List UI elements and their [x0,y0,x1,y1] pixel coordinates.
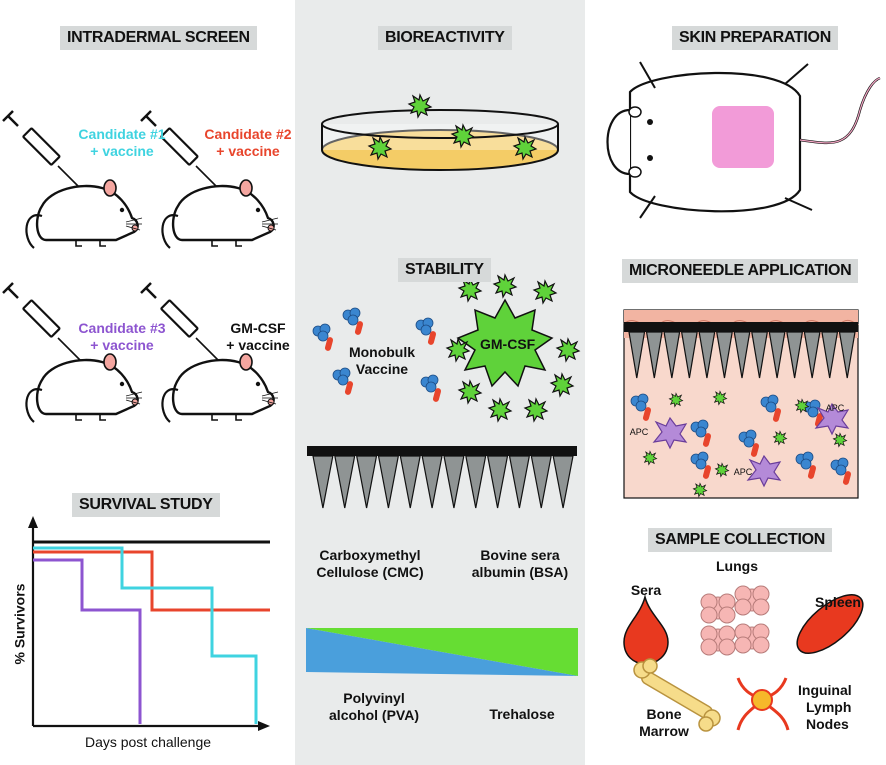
candidate-3-vaccine: + vaccine [90,337,154,353]
microneedle-applied-array [628,331,856,379]
shaved-mouse [606,61,881,219]
bsa-line2: albumin (BSA) [471,564,569,580]
candidate-1-vaccine: + vaccine [90,143,154,159]
microneedle-spike [628,331,646,379]
microneedle-spike [486,455,509,509]
gmcsf-label: GM-CSF + vaccine [218,320,298,354]
survival-y-label: % Survivors [11,583,28,665]
trehalose-label: Trehalose [489,706,555,722]
survival-curve-candidate-1 [33,546,258,724]
header-sample-collection: SAMPLE COLLECTION [648,528,833,552]
gmcsf-cluster [446,274,580,422]
monobulk-line2: Vaccine [355,361,409,377]
lymph-line1: Inguinal [798,682,852,698]
gmcsf-vaccine: + vaccine [226,337,290,353]
microneedle-spike [838,331,856,379]
apc-label-3: APC [733,467,753,477]
survival-x-label: Days post challenge [84,734,212,750]
bsa-line1: Bovine sera [480,547,560,563]
microneedle-spike [399,455,421,509]
spleen-label: Spleen [815,594,861,610]
header-skin-preparation: SKIN PREPARATION [672,26,838,50]
microneedle-spike [508,455,531,509]
lungs-label: Lungs [716,558,758,574]
microneedle-spike [377,455,400,509]
microneedle-spike [803,331,821,379]
microneedle-spike [334,455,356,509]
monobulk-vaccine-label: Monobulk Vaccine [344,344,420,378]
microneedle-spike [786,331,804,379]
cmc-line2: Cellulose (CMC) [316,564,424,580]
survival-curve-candidate-3 [33,558,142,724]
bsa-label: Bovine sera albumin (BSA) [464,547,576,581]
microneedle-spike [465,455,487,509]
microneedle-spike [312,455,334,509]
candidate-2-name: Candidate #2 [204,126,292,142]
microneedle-spike [552,455,574,509]
candidate-2-label: Candidate #2 + vaccine [198,126,298,160]
apc-label-1: APC [629,427,649,437]
sera-label: Sera [630,582,662,598]
microneedle-spike [768,331,786,379]
microneedle-spike [355,455,378,509]
candidate-1-label: Candidate #1 + vaccine [62,126,182,160]
cmc-line1: Carboxymethyl [319,547,421,563]
bone-line1: Bone [646,706,682,722]
lungs-organ [700,585,770,656]
lymph-nodes-label: Inguinal Lymph Nodes [798,682,868,733]
lymph-node-organ [736,677,790,731]
header-microneedle-application: MICRONEEDLE APPLICATION [622,259,859,283]
header-stability: STABILITY [398,258,491,282]
survival-chart [28,516,270,731]
microneedle-spike [821,331,839,379]
microneedle-spike [663,331,681,379]
candidate-3-label: Candidate #3 + vaccine [62,320,182,354]
microneedle-spike [680,331,698,379]
header-bioreactivity: BIOREACTIVITY [378,26,512,50]
microneedle-spike [715,331,733,379]
sera-drop [623,594,669,665]
header-intradermal-screen: INTRADERMAL SCREEN [60,26,257,50]
excipient-gradient [306,628,578,676]
bone-marrow-label: Bone Marrow [634,706,694,740]
gmcsf-name: GM-CSF [230,320,286,336]
microneedle-spike [698,331,716,379]
cmc-label: Carboxymethyl Cellulose (CMC) [310,547,430,581]
microneedle-spike [733,331,751,379]
microneedle-array [307,446,577,509]
bone-marrow-organ [633,658,721,732]
lymph-line2: Lymph [806,699,852,715]
gmcsf-center-label: GM-CSF [480,336,536,352]
header-survival-study: SURVIVAL STUDY [72,493,220,517]
pva-label: Polyvinyl alcohol (PVA) [324,690,424,724]
candidate-2-vaccine: + vaccine [216,143,280,159]
bone-line2: Marrow [639,723,689,739]
microneedle-spike [443,455,465,509]
lymph-line3: Nodes [806,716,849,732]
microneedle-spike [421,455,443,509]
microneedle-spike [530,455,552,509]
monobulk-line1: Monobulk [348,344,416,360]
spleen-organ [796,594,864,654]
pva-line2: alcohol (PVA) [329,707,419,723]
candidate-3-name: Candidate #3 [78,320,166,336]
petri-dish [321,94,559,171]
microneedle-spike [645,331,663,379]
candidate-1-name: Candidate #1 [78,126,166,142]
apc-label-2: APC [825,403,845,413]
pva-line1: Polyvinyl [343,690,405,706]
microneedle-spike [751,331,769,379]
